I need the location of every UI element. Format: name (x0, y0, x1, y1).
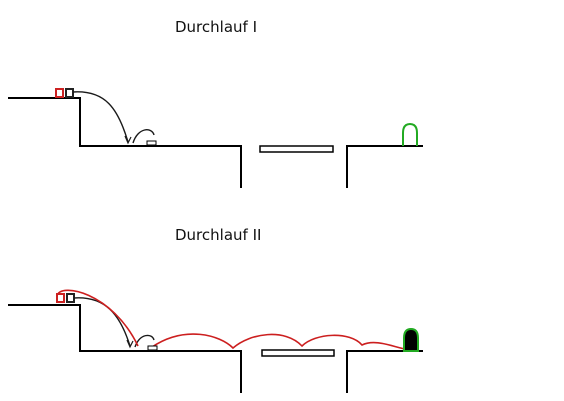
panel-1-bounce-arc (132, 129, 155, 144)
panel-2-black-block (66, 293, 75, 303)
panel-1-ground-right (346, 145, 423, 188)
panel-1-ground-left (8, 97, 242, 188)
panel-2-springboard (147, 345, 158, 351)
panel-1-goal-arch (402, 122, 418, 146)
panel-2-arrow-head (126, 339, 134, 349)
panel-2-ground-left (8, 304, 242, 393)
panel-2-black-jump-arc (73, 297, 131, 347)
panel-2-floating-platform (261, 349, 335, 357)
panel-2 (8, 289, 423, 393)
panel-2-red-bounce-path (151, 333, 411, 351)
panel-1-jump-arc (72, 91, 129, 143)
panel-1 (8, 88, 423, 188)
panel-1-floating-platform (259, 145, 334, 153)
panel-1-title: Durchlauf I (175, 18, 257, 36)
panel-1-arrow-head (124, 135, 132, 145)
panel-2-goal-filled (403, 327, 419, 352)
panel-1-red-block (55, 88, 64, 98)
panel-2-ground-right (346, 350, 423, 393)
panel-2-red-jump-arc (56, 289, 139, 347)
panel-2-title: Durchlauf II (175, 226, 262, 244)
panel-1-springboard (146, 140, 157, 146)
panel-1-black-block (65, 88, 74, 98)
panel-2-red-block (56, 293, 65, 303)
